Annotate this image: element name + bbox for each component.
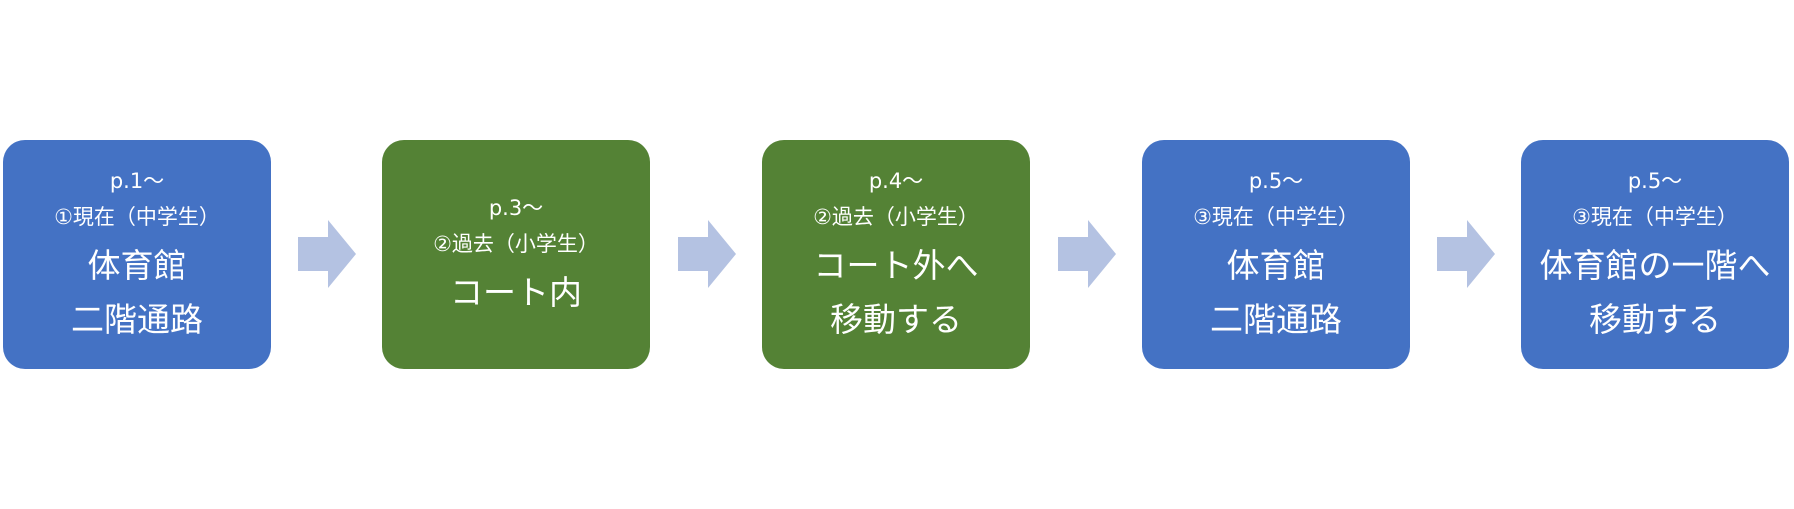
step-scene: ①現在（中学生） <box>54 204 220 229</box>
step-place: コート内 <box>450 266 582 320</box>
step-place-line1: コート外へ <box>813 245 979 285</box>
step-box-1: p.1～ ①現在（中学生） 体育館 二階通路 <box>3 140 271 369</box>
step-place-line2: 二階通路 <box>1210 299 1342 339</box>
step-place: 体育館の一階へ 移動する <box>1540 239 1771 347</box>
step-place-line1: 体育館 <box>87 245 187 285</box>
step-place-line2: 移動する <box>830 299 962 339</box>
right-arrow-icon <box>1058 220 1118 288</box>
right-arrow-icon <box>1437 220 1497 288</box>
step-place-line2: 移動する <box>1589 299 1721 339</box>
step-place: 体育館 二階通路 <box>1210 239 1342 347</box>
step-box-4: p.5～ ③現在（中学生） 体育館 二階通路 <box>1142 140 1410 369</box>
step-place-line1: 体育館の一階へ <box>1539 245 1771 285</box>
step-page: p.5～ <box>1627 168 1683 193</box>
step-box-5: p.5～ ③現在（中学生） 体育館の一階へ 移動する <box>1521 140 1789 369</box>
right-arrow-icon <box>678 220 738 288</box>
step-scene: ③現在（中学生） <box>1572 204 1738 229</box>
step-page: p.1～ <box>109 168 165 193</box>
step-place-line1: コート内 <box>450 272 582 312</box>
step-scene: ②過去（小学生） <box>433 231 599 256</box>
step-scene: ③現在（中学生） <box>1193 204 1359 229</box>
step-scene: ②過去（小学生） <box>813 204 979 229</box>
step-page: p.5～ <box>1248 168 1304 193</box>
step-place: コート外へ 移動する <box>814 239 979 347</box>
right-arrow-icon <box>298 220 358 288</box>
step-box-3: p.4～ ②過去（小学生） コート外へ 移動する <box>762 140 1030 369</box>
step-page: p.4～ <box>868 168 924 193</box>
step-box-2: p.3～ ②過去（小学生） コート内 <box>382 140 650 369</box>
step-place: 体育館 二階通路 <box>71 239 203 347</box>
step-place-line1: 体育館 <box>1226 245 1326 285</box>
step-place-line2: 二階通路 <box>71 299 203 339</box>
step-page: p.3～ <box>488 195 544 220</box>
